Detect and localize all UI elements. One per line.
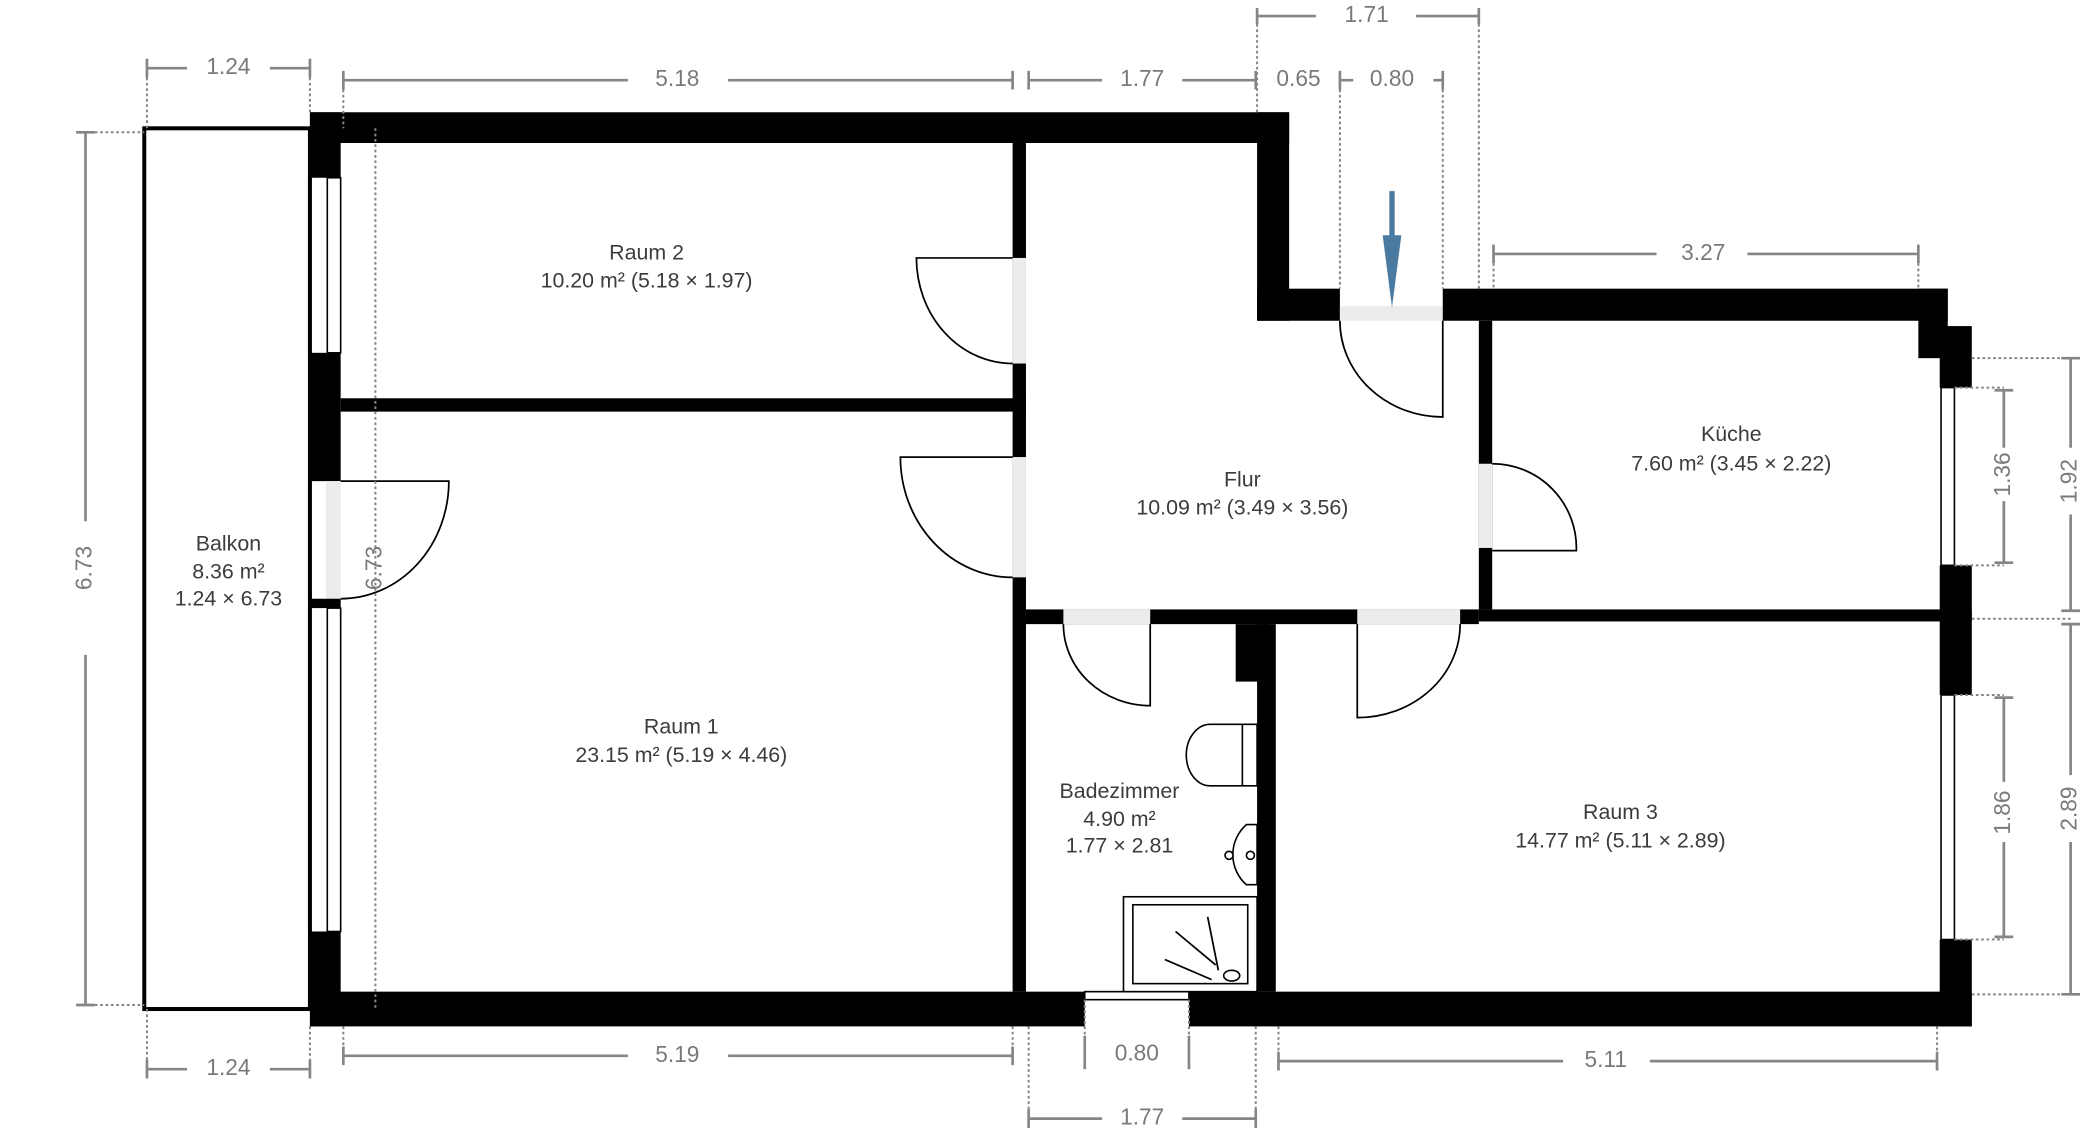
dim-raum1-bottom: 5.19 xyxy=(655,1041,699,1067)
entrance-arrow-icon xyxy=(1382,191,1402,308)
dim-bad-bottom: 1.77 xyxy=(1120,1104,1164,1130)
room-name: Raum 3 xyxy=(1583,800,1658,824)
dim-kueche-window: 1.36 xyxy=(1989,452,2015,496)
doors xyxy=(340,257,1578,719)
room-area: 10.09 m² (3.49 × 3.56) xyxy=(1136,496,1348,520)
windows xyxy=(326,176,1956,1001)
balcony-outline xyxy=(142,126,312,1012)
room-name: Küche xyxy=(1701,422,1762,446)
dim-balkon-left: 6.73 xyxy=(71,546,97,590)
dim-raum3-right: 2.89 xyxy=(2056,786,2082,830)
dim-kueche-right: 1.92 xyxy=(2056,459,2082,503)
room-area: 7.60 m² (3.45 × 2.22) xyxy=(1631,451,1831,475)
room-name: Raum 1 xyxy=(644,715,719,739)
room-area: 14.77 m² (5.11 × 2.89) xyxy=(1515,828,1725,852)
room-area: 8.36 m² xyxy=(192,560,264,584)
dim-flur-top: 1.77 xyxy=(1120,65,1164,91)
room-badezimmer[interactable]: Badezimmer 4.90 m² 1.77 × 2.81 xyxy=(1060,779,1180,858)
room-dims: 1.77 × 2.81 xyxy=(1066,834,1173,858)
room-name: Flur xyxy=(1224,467,1261,491)
toilet-icon xyxy=(1185,723,1258,787)
dim-balkon-bottom: 1.24 xyxy=(206,1054,250,1080)
dim-raum2-top: 5.18 xyxy=(655,65,699,91)
room-raum2[interactable]: Raum 2 10.20 m² (5.18 × 1.97) xyxy=(541,240,753,292)
dim-entry-offset: 0.65 xyxy=(1276,65,1320,91)
bathroom-fixtures xyxy=(1122,723,1258,993)
dim-bad-window: 0.80 xyxy=(1115,1039,1159,1065)
room-area: 4.90 m² xyxy=(1083,807,1155,831)
dim-kueche-top: 3.27 xyxy=(1681,239,1725,265)
room-raum3[interactable]: Raum 3 14.77 m² (5.11 × 2.89) xyxy=(1515,800,1725,852)
dim-entry-door: 0.80 xyxy=(1370,65,1414,91)
room-area: 23.15 m² (5.19 × 4.46) xyxy=(575,743,787,767)
room-dims: 1.24 × 6.73 xyxy=(175,586,282,610)
walls xyxy=(309,112,1972,1027)
dim-raum3-window: 1.86 xyxy=(1989,790,2015,834)
dim-entry-total: 1.71 xyxy=(1345,1,1389,27)
room-area: 10.20 m² (5.18 × 1.97) xyxy=(541,268,753,292)
room-name: Balkon xyxy=(196,532,261,556)
dim-raum1-left: 6.73 xyxy=(360,546,386,590)
dimension-lines: 1.24 5.18 1.77 1.71 0.65 0.80 3.27 6.73 … xyxy=(71,1,2082,1130)
dim-balkon-top: 1.24 xyxy=(206,53,250,79)
room-name: Badezimmer xyxy=(1060,779,1180,803)
room-raum1[interactable]: Raum 1 23.15 m² (5.19 × 4.46) xyxy=(575,715,787,767)
dim-raum3-bottom: 5.11 xyxy=(1584,1046,1627,1072)
room-kueche[interactable]: Küche 7.60 m² (3.45 × 2.22) xyxy=(1631,422,1831,475)
room-balkon[interactable]: Balkon 8.36 m² 1.24 × 6.73 xyxy=(175,532,282,611)
room-name: Raum 2 xyxy=(609,240,684,264)
room-flur[interactable]: Flur 10.09 m² (3.49 × 3.56) xyxy=(1136,467,1348,519)
